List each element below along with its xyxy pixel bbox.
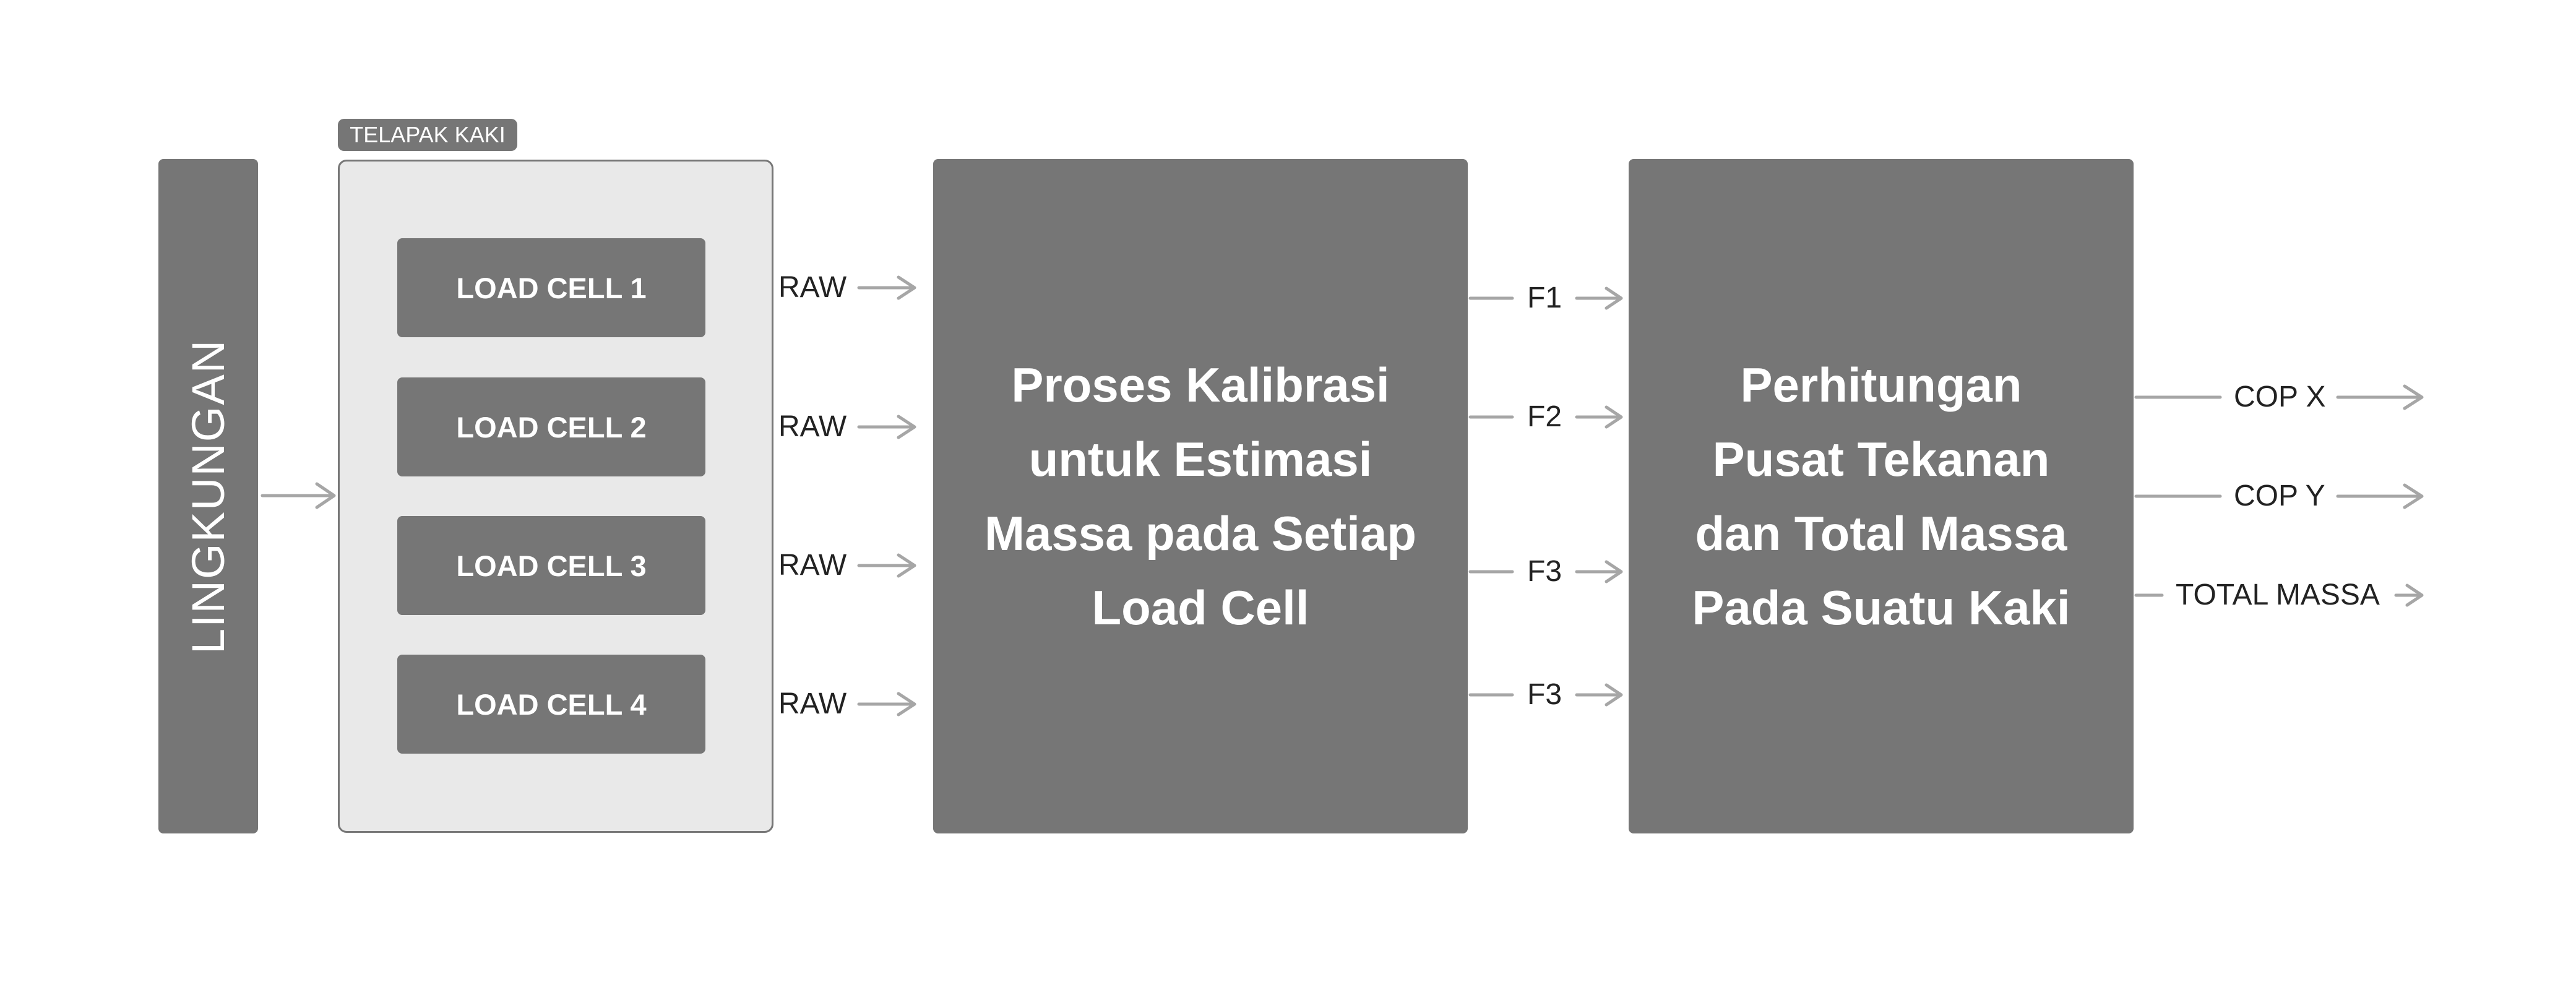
computation-line-4: Pada Suatu Kaki — [1692, 580, 2070, 635]
force-label-1: F1 — [1527, 282, 1562, 314]
load-cell-2: LOAD CELL 2 — [397, 377, 705, 476]
foot-group-label: TELAPAK KAKI — [338, 119, 517, 151]
calibration-line-4: Load Cell — [1092, 580, 1309, 635]
arrow-environment-to-foot — [261, 482, 336, 509]
arrow-f3-b — [1575, 683, 1623, 707]
raw-label-3: RAW — [778, 549, 847, 582]
computation-block: Perhitungan Pusat Tekanan dan Total Mass… — [1629, 159, 2134, 833]
environment-block: LINGKUNGAN — [158, 159, 258, 833]
arrow-raw-1 — [857, 275, 916, 300]
load-cell-4: LOAD CELL 4 — [397, 655, 705, 754]
arrow-raw-4 — [857, 692, 916, 717]
raw-label-2: RAW — [778, 410, 847, 443]
arrow-total-massa — [2394, 583, 2424, 607]
calibration-line-3: Massa pada Setiap — [984, 506, 1416, 561]
computation-line-3: dan Total Massa — [1695, 506, 2067, 561]
load-cell-1: LOAD CELL 1 — [397, 238, 705, 337]
calibration-block: Proses Kalibrasi untuk Estimasi Massa pa… — [933, 159, 1468, 833]
output-total-massa: TOTAL MASSA — [2176, 579, 2380, 611]
output-cop-y: COP Y — [2234, 480, 2325, 512]
raw-label-1: RAW — [778, 271, 847, 304]
force-label-3: F3 — [1527, 555, 1562, 588]
arrow-cop-y — [2336, 483, 2424, 509]
arrow-cop-x — [2336, 384, 2424, 410]
arrow-f1 — [1575, 286, 1623, 310]
arrow-raw-2 — [857, 415, 916, 439]
arrow-f2 — [1575, 405, 1623, 429]
calibration-line-1: Proses Kalibrasi — [1011, 358, 1390, 412]
arrow-raw-3 — [857, 553, 916, 578]
arrow-f3-a — [1575, 560, 1623, 583]
output-cop-x: COP X — [2234, 381, 2326, 413]
computation-line-1: Perhitungan — [1740, 358, 2022, 412]
calibration-line-2: untuk Estimasi — [1028, 432, 1372, 486]
computation-text: Perhitungan Pusat Tekanan dan Total Mass… — [1692, 348, 2070, 645]
calibration-text: Proses Kalibrasi untuk Estimasi Massa pa… — [984, 348, 1416, 645]
load-cell-3: LOAD CELL 3 — [397, 516, 705, 615]
computation-line-2: Pusat Tekanan — [1712, 432, 2050, 486]
raw-label-4: RAW — [778, 687, 847, 720]
environment-label: LINGKUNGAN — [183, 338, 234, 654]
force-label-2: F2 — [1527, 400, 1562, 433]
force-label-4: F3 — [1527, 678, 1562, 711]
